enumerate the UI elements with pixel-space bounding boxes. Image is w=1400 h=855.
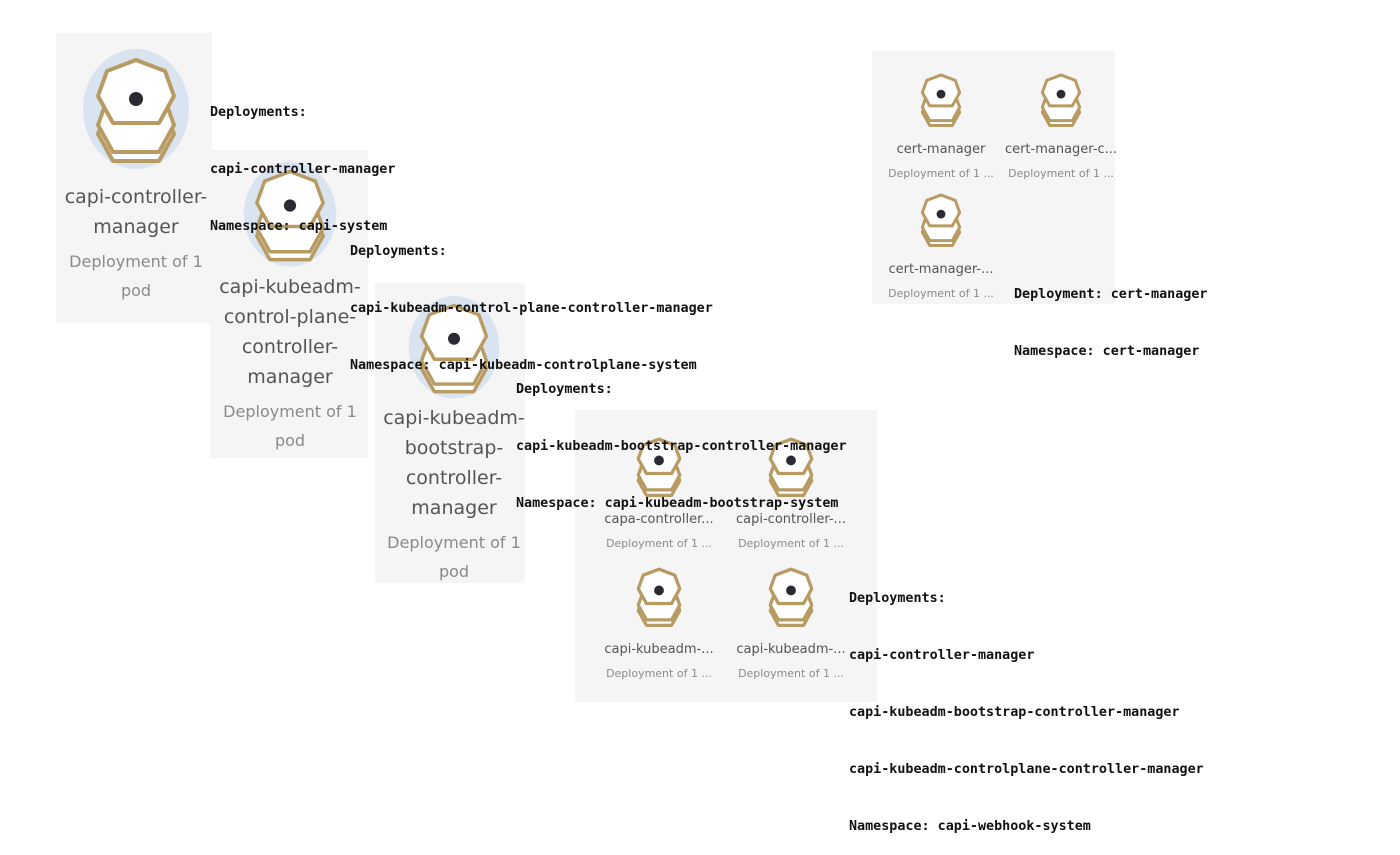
annotation-line: Namespace: capi-system <box>210 219 388 234</box>
annotation-line: capi-kubeadm-bootstrap-controller-manage… <box>849 705 1180 720</box>
node-name-line: controller- <box>405 467 503 489</box>
controlplane-system-annotation: Deployments: capi-kubeadm-control-plane-… <box>350 204 713 394</box>
node-sub-line: pod <box>438 562 470 581</box>
deployment-icon <box>1040 73 1082 127</box>
deployment-icon <box>83 49 189 169</box>
annotation-line: Namespace: capi-kubeadm-controlplane-sys… <box>350 358 697 373</box>
node-sub-line: Deployment of 1 <box>69 252 203 271</box>
node-name-line: capi-kubeadm- <box>383 407 525 429</box>
cert-manager-annotation: Deployment: cert-manager Namespace: cert… <box>1014 247 1207 380</box>
annotation-line: capi-controller-manager <box>210 162 396 177</box>
node-name-line: manager <box>247 366 333 388</box>
node-sub: Deployment of 1 ... <box>888 287 994 300</box>
node-sub: Deployment of 1 ... <box>738 537 844 550</box>
node-sub-line: Deployment of 1 <box>387 533 521 552</box>
node-name-line: bootstrap- <box>404 437 504 459</box>
capi-webhook-group-card <box>575 410 877 702</box>
node-sub: Deployment of 1 ... <box>1008 167 1114 180</box>
node-sub: Deployment of 1 ... <box>888 167 994 180</box>
annotation-line: Namespace: capi-kubeadm-bootstrap-system <box>516 496 839 511</box>
node-name: capa-controller... <box>604 512 714 527</box>
node-name-line: manager <box>93 216 179 238</box>
capi-kubeadm-control-plane-node[interactable]: capi-kubeadm- control-plane- controller-… <box>210 160 370 455</box>
annotation-line: Namespace: capi-webhook-system <box>849 819 1091 834</box>
capa-controller-node[interactable]: capa-controller... Deployment of 1 ... <box>594 432 724 550</box>
node-name: cert-manager-... <box>888 262 994 277</box>
deployment-icon <box>920 193 962 247</box>
annotation-line: Deployments: <box>350 244 447 259</box>
cert-manager-node[interactable]: cert-manager Deployment of 1 ... <box>876 68 1006 180</box>
capi-controller-webhook-node[interactable]: capi-controller-... Deployment of 1 ... <box>726 432 856 550</box>
deployment-icon <box>408 296 500 399</box>
annotation-line: Namespace: cert-manager <box>1014 344 1200 359</box>
annotation-line: Deployments: <box>516 382 613 397</box>
capi-kubeadm-webhook-node-2[interactable]: capi-kubeadm-... Deployment of 1 ... <box>726 562 856 680</box>
deployment-icon <box>636 437 682 497</box>
annotation-line: capi-kubeadm-bootstrap-controller-manage… <box>516 439 847 454</box>
cert-manager-cainjector-node[interactable]: cert-manager-c... Deployment of 1 ... <box>996 68 1126 180</box>
node-name: capi-controller-... <box>736 512 846 527</box>
annotation-line: Deployment: cert-manager <box>1014 287 1208 302</box>
deployment-icon <box>768 567 814 627</box>
annotation-line: capi-controller-manager <box>849 648 1035 663</box>
annotation-line: capi-kubeadm-control-plane-controller-ma… <box>350 301 713 316</box>
deployment-icon <box>636 567 682 627</box>
capi-controller-manager-node[interactable]: capi-controller- manager Deployment of 1… <box>56 48 216 305</box>
node-sub-line: pod <box>274 431 306 450</box>
annotation-line: capi-kubeadm-controlplane-controller-man… <box>849 762 1204 777</box>
bootstrap-system-annotation: Deployments: capi-kubeadm-bootstrap-cont… <box>516 342 847 532</box>
node-sub-line: pod <box>120 281 152 300</box>
annotation-line: Deployments: <box>210 105 307 120</box>
node-name-line: capi-controller- <box>64 186 208 208</box>
node-sub-line: Deployment of 1 <box>223 402 357 421</box>
node-name: capi-kubeadm-... <box>604 642 714 657</box>
capi-kubeadm-webhook-node-1[interactable]: capi-kubeadm-... Deployment of 1 ... <box>594 562 724 680</box>
node-name-line: controller- <box>241 336 339 358</box>
capi-kubeadm-bootstrap-node[interactable]: capi-kubeadm- bootstrap- controller- man… <box>375 295 533 586</box>
node-sub: Deployment of 1 ... <box>606 667 712 680</box>
capi-system-annotation: Deployments: capi-controller-manager Nam… <box>210 65 395 255</box>
node-sub: Deployment of 1 ... <box>606 537 712 550</box>
annotation-line: Deployments: <box>849 591 946 606</box>
node-sub: Deployment of 1 ... <box>738 667 844 680</box>
deployment-icon <box>243 161 337 267</box>
node-name: cert-manager-c... <box>1004 142 1118 157</box>
webhook-system-annotation: Deployments: capi-controller-manager cap… <box>849 551 1204 855</box>
node-name-line: manager <box>411 497 497 519</box>
cert-manager-webhook-node[interactable]: cert-manager-... Deployment of 1 ... <box>876 188 1006 300</box>
node-name-line: capi-kubeadm- <box>219 276 361 298</box>
node-name: cert-manager <box>896 142 986 157</box>
node-name: capi-kubeadm-... <box>736 642 846 657</box>
deployment-icon <box>768 437 814 497</box>
node-name-line: control-plane- <box>223 306 357 328</box>
deployment-icon <box>920 73 962 127</box>
